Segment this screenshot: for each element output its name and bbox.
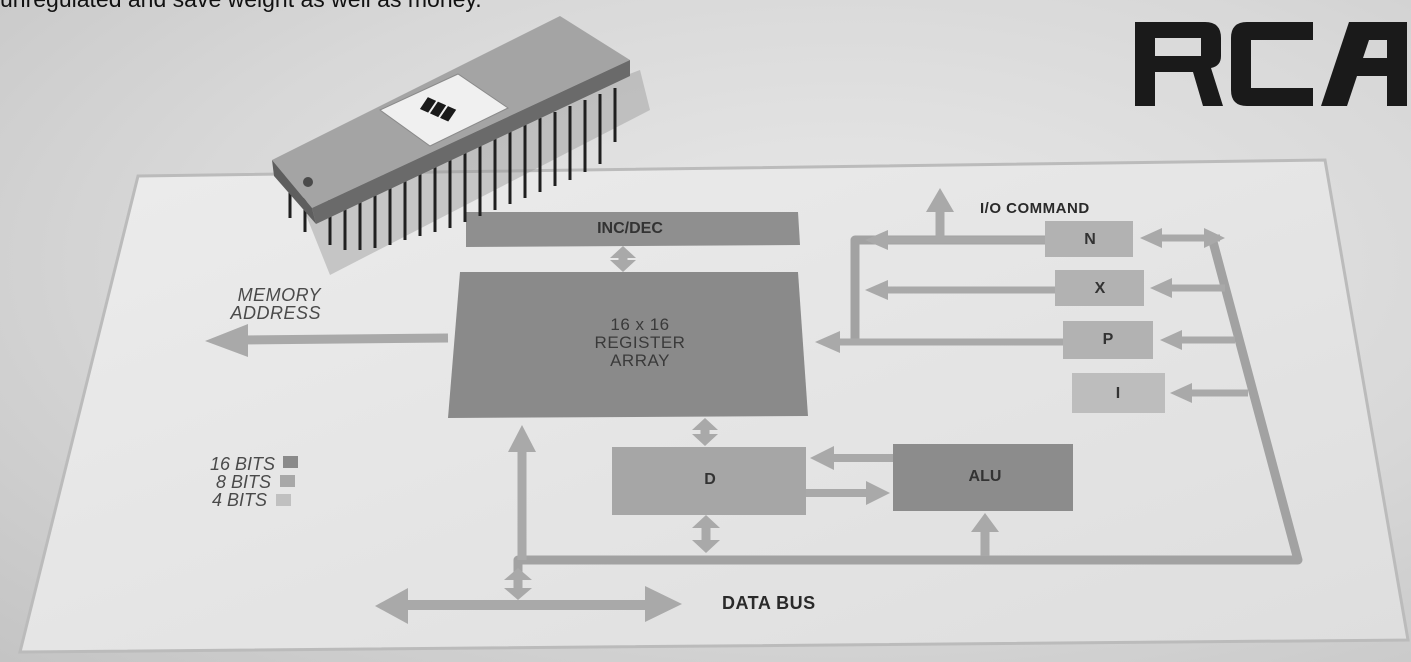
bit-width-legend: 16 BITS 8 BITS 4 BITS bbox=[140, 455, 275, 509]
memory-address-line-2: ADDRESS bbox=[203, 304, 321, 322]
io-command-label: I/O COMMAND bbox=[980, 200, 1090, 217]
register-array-line-3: ARRAY bbox=[555, 352, 725, 370]
legend-16bits-label: 16 BITS bbox=[140, 455, 275, 473]
register-array-line-1: 16 x 16 bbox=[555, 316, 725, 334]
register-array-line-2: REGISTER bbox=[555, 334, 725, 352]
register-array-label: 16 x 16 REGISTER ARRAY bbox=[555, 316, 725, 370]
legend-8bits-label: 8 BITS bbox=[140, 473, 271, 491]
legend-4bits-swatch bbox=[276, 494, 291, 506]
inc-dec-label: INC/DEC bbox=[570, 220, 690, 238]
alu-label: ALU bbox=[960, 468, 1010, 486]
legend-16bits-swatch bbox=[283, 456, 298, 468]
n-register-label: N bbox=[1080, 231, 1100, 249]
legend-4bits-label: 4 BITS bbox=[140, 491, 267, 509]
p-register-label: P bbox=[1098, 331, 1118, 349]
memory-address-line-1: MEMORY bbox=[203, 286, 321, 304]
legend-8bits-swatch bbox=[280, 475, 295, 487]
x-register-label: X bbox=[1090, 280, 1110, 298]
data-bus-label: DATA BUS bbox=[722, 593, 816, 614]
i-register-label: I bbox=[1108, 385, 1128, 403]
memory-address-label: MEMORY ADDRESS bbox=[203, 286, 321, 322]
d-register-label: D bbox=[690, 471, 730, 489]
